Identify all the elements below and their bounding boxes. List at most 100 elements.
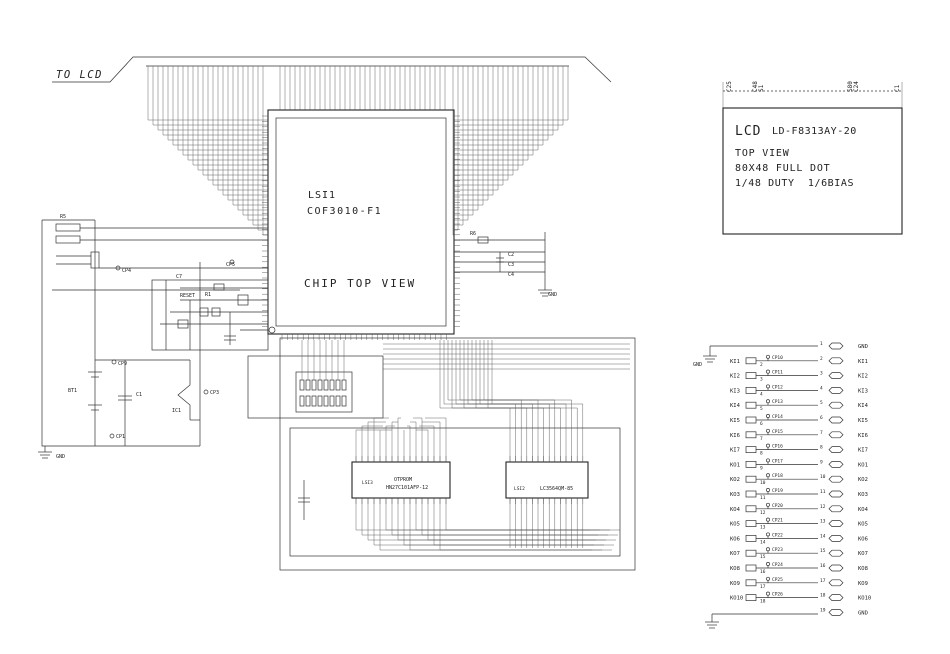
- pin-number: 15: [760, 554, 766, 560]
- lcd-trace: [217, 66, 268, 191]
- key-label-left: KO9: [730, 581, 740, 587]
- key-switch: [745, 579, 757, 587]
- resistor: [299, 395, 305, 407]
- to-lcd-label: TO LCD: [56, 69, 103, 81]
- test-point-label: CP14: [772, 414, 783, 420]
- key-label-left: KI2: [730, 374, 740, 380]
- bus-wire: [391, 498, 608, 536]
- lcd-trace: [454, 66, 564, 126]
- pin-number: 12: [760, 510, 766, 516]
- bus-wire: [355, 498, 620, 531]
- key-label-right: KO2: [858, 477, 868, 483]
- lcd-trace: [182, 66, 268, 156]
- lcd-pin-c24: C24: [853, 81, 860, 92]
- lcd-resolution: 80X48 FULL DOT: [735, 163, 831, 174]
- chip-pins-bottom: [281, 334, 447, 340]
- lcd-trace: [454, 66, 489, 201]
- resistor: [341, 395, 347, 407]
- bus-wire: [407, 425, 411, 462]
- test-point: [766, 576, 770, 581]
- connector-pin-number: 2: [820, 356, 823, 362]
- test-point-label: CP25: [772, 577, 783, 583]
- lcd-traces-center: [279, 66, 446, 110]
- connector-pin: [828, 520, 844, 527]
- test-point: [766, 517, 770, 522]
- resistor: [341, 379, 347, 391]
- resistor: [335, 379, 341, 391]
- test-point: [766, 532, 770, 537]
- bus-wire: [373, 417, 389, 462]
- key-switch: [745, 490, 757, 498]
- key-label-left: KO2: [730, 477, 740, 483]
- connector-pin: [828, 505, 844, 513]
- reset-label: RESET: [180, 293, 195, 299]
- pin-number: 10: [760, 480, 766, 486]
- key-label-right: GND: [858, 344, 868, 350]
- lcd-trace: [167, 66, 268, 141]
- pin-number: 2: [760, 362, 763, 368]
- cp9-label: CP9: [118, 361, 127, 367]
- connector-pin: [828, 564, 844, 572]
- cp3-label: CP3: [210, 390, 219, 396]
- resistor: [311, 395, 317, 407]
- lcd-trace: [157, 66, 268, 131]
- bus-wire: [422, 421, 441, 462]
- key-switch: [745, 564, 757, 572]
- pin-number: 6: [760, 421, 763, 427]
- bus-wire: [421, 498, 598, 536]
- bus-wire: [433, 498, 594, 546]
- connector-pin-number: 7: [820, 430, 823, 436]
- lcd-trace: [232, 66, 268, 206]
- bus-wire: [385, 425, 395, 462]
- test-point: [766, 488, 770, 492]
- lcd-trace: [454, 66, 494, 196]
- key-label-right: KI5: [858, 418, 868, 424]
- lcd-trace: [197, 66, 268, 171]
- bus-wire: [455, 340, 533, 462]
- memory-section: [247, 337, 636, 571]
- test-point-label: CP21: [772, 518, 783, 524]
- bus-wire: [483, 340, 572, 462]
- lcd-trace: [454, 66, 469, 221]
- resistor: [323, 395, 329, 407]
- test-point: [766, 547, 770, 552]
- lcd-trace: [247, 66, 268, 221]
- connector-pin-number: 6: [820, 415, 823, 421]
- key-label-left: KO1: [730, 462, 740, 468]
- connector-pin-number: 5: [820, 400, 823, 406]
- key-label-right: KO3: [858, 492, 868, 498]
- lcd-trace: [454, 66, 474, 216]
- connector-pin: [828, 579, 844, 587]
- key-label-right: KI1: [858, 359, 868, 365]
- bus-wire: [413, 417, 423, 462]
- test-point: [766, 428, 770, 433]
- pin-number: 3: [760, 377, 763, 383]
- lcd-trace: [212, 66, 268, 186]
- resistor: [329, 395, 335, 407]
- pin-number: 14: [760, 539, 766, 545]
- connector-pin: [828, 535, 844, 542]
- pin-number: 13: [760, 525, 766, 531]
- bus-wire: [367, 498, 616, 541]
- key-label-right: KO5: [858, 522, 868, 528]
- lcd-trace: [162, 66, 268, 136]
- lcd-pin-c48: C48: [752, 81, 759, 92]
- key-switch: [745, 505, 757, 513]
- bus-wire: [397, 417, 401, 462]
- lcd-trace: [454, 66, 529, 161]
- connector-pin-number: 1: [820, 341, 823, 347]
- lcd-connector-outline: [52, 56, 612, 83]
- connector-pin-number: 10: [820, 474, 826, 480]
- pin-number: 16: [760, 569, 766, 575]
- key-label-left: KO10: [730, 596, 743, 602]
- resistor: [317, 395, 323, 407]
- connector-pin: [828, 372, 844, 379]
- test-point-label: CP15: [772, 429, 783, 435]
- lcd-trace: [454, 66, 459, 231]
- key-switch: [745, 387, 757, 394]
